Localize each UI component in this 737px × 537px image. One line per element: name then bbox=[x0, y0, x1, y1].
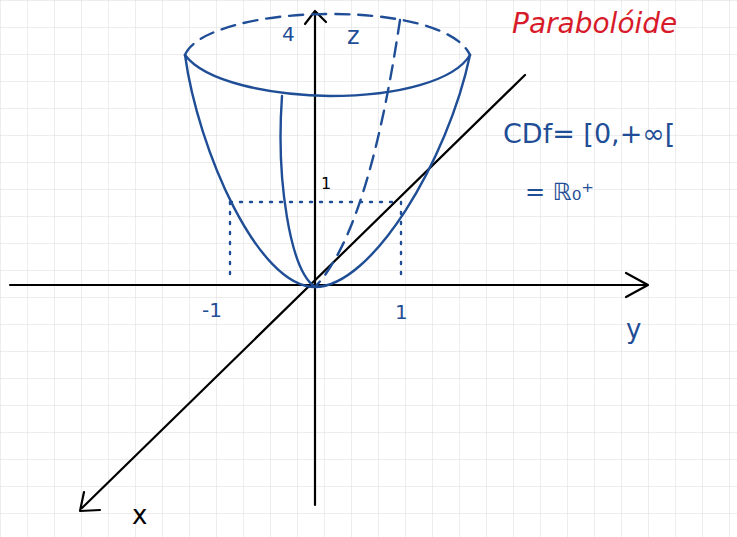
x-axis bbox=[82, 75, 525, 508]
top-ellipse-front bbox=[185, 55, 470, 96]
codomain-set: = ℝ₀⁺ bbox=[525, 180, 594, 204]
axis-name: z bbox=[347, 24, 360, 48]
back-meridian bbox=[315, 20, 400, 287]
axis-name: x bbox=[132, 502, 147, 528]
guide-left bbox=[229, 202, 231, 280]
paraboloid-profile bbox=[185, 55, 470, 287]
level-line bbox=[230, 201, 400, 203]
axis-max-value: 4 bbox=[282, 24, 295, 44]
axis-name: y bbox=[626, 316, 641, 342]
tick-label: 1 bbox=[395, 302, 408, 322]
surface-title: Parabolóide bbox=[512, 10, 677, 38]
codomain-note: CDf= [0,+∞[ bbox=[503, 120, 675, 147]
guide-right bbox=[400, 202, 402, 280]
top-ellipse-back bbox=[185, 14, 470, 55]
tick-label: 1 bbox=[321, 176, 331, 192]
x-arrowhead bbox=[80, 492, 100, 511]
front-meridian bbox=[281, 96, 315, 287]
y-arrowhead bbox=[626, 273, 648, 297]
z-axis bbox=[314, 12, 316, 505]
tick-label: -1 bbox=[202, 300, 222, 320]
